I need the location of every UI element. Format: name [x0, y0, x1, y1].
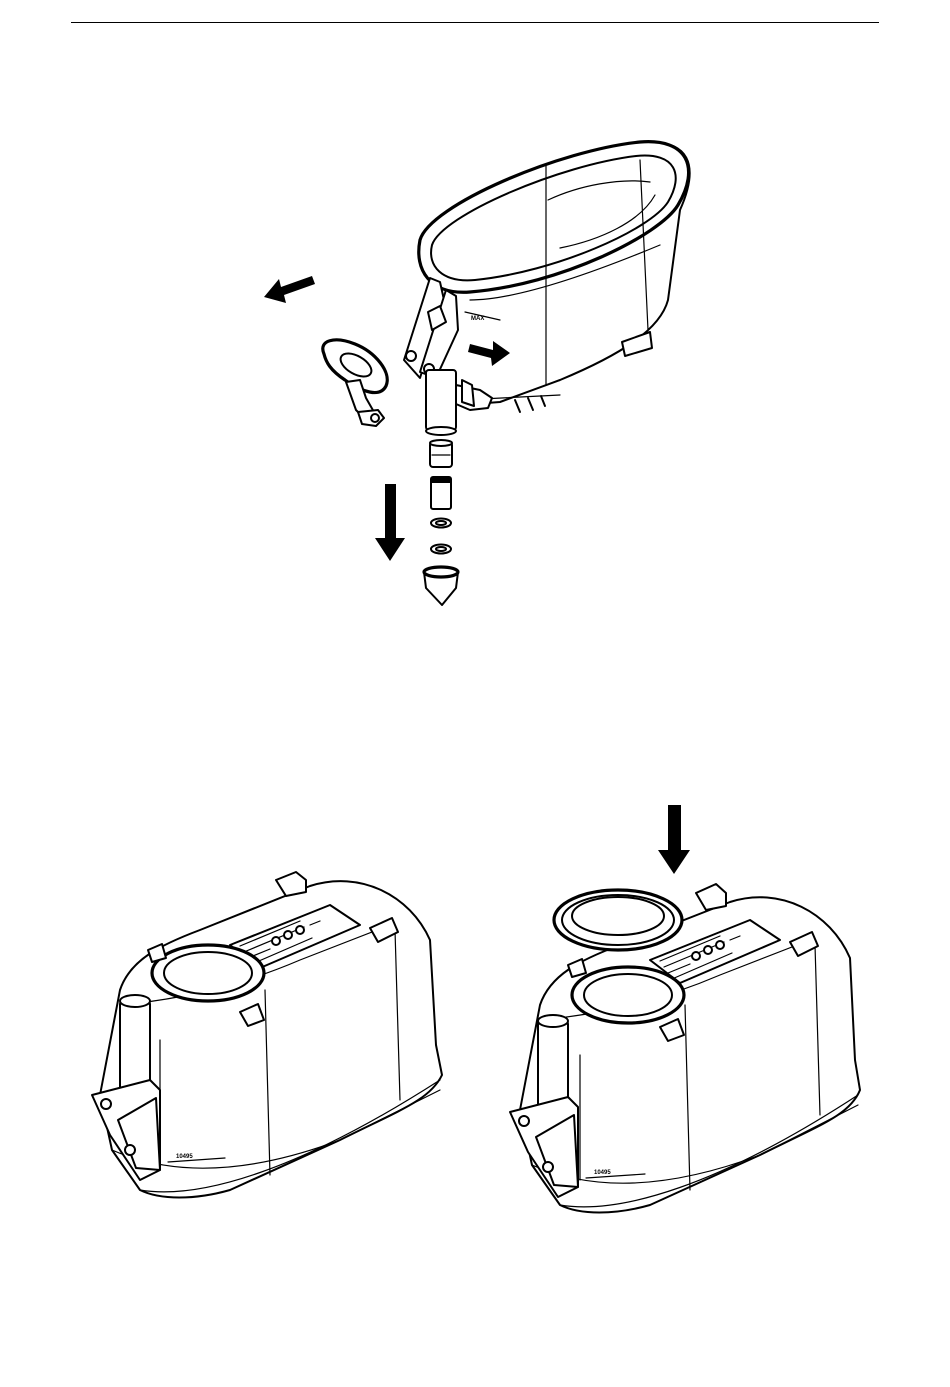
tank-label-left: 10495 — [176, 1154, 193, 1160]
arrow-down-insert — [658, 805, 690, 874]
valve-parts — [424, 440, 458, 605]
tank-label: MAX — [471, 316, 484, 322]
tank-assembled-right: 10495 — [510, 805, 860, 1213]
tap-lever — [323, 340, 387, 426]
oval-tank: MAX — [419, 142, 690, 412]
arrow-left-up — [264, 276, 315, 303]
tank-label-right: 10495 — [594, 1170, 611, 1176]
arrow-down — [375, 484, 405, 561]
seal-ring — [554, 890, 682, 950]
tank-assembled-left: 10495 — [92, 872, 442, 1198]
disassembly-figure: MAX — [264, 142, 690, 605]
